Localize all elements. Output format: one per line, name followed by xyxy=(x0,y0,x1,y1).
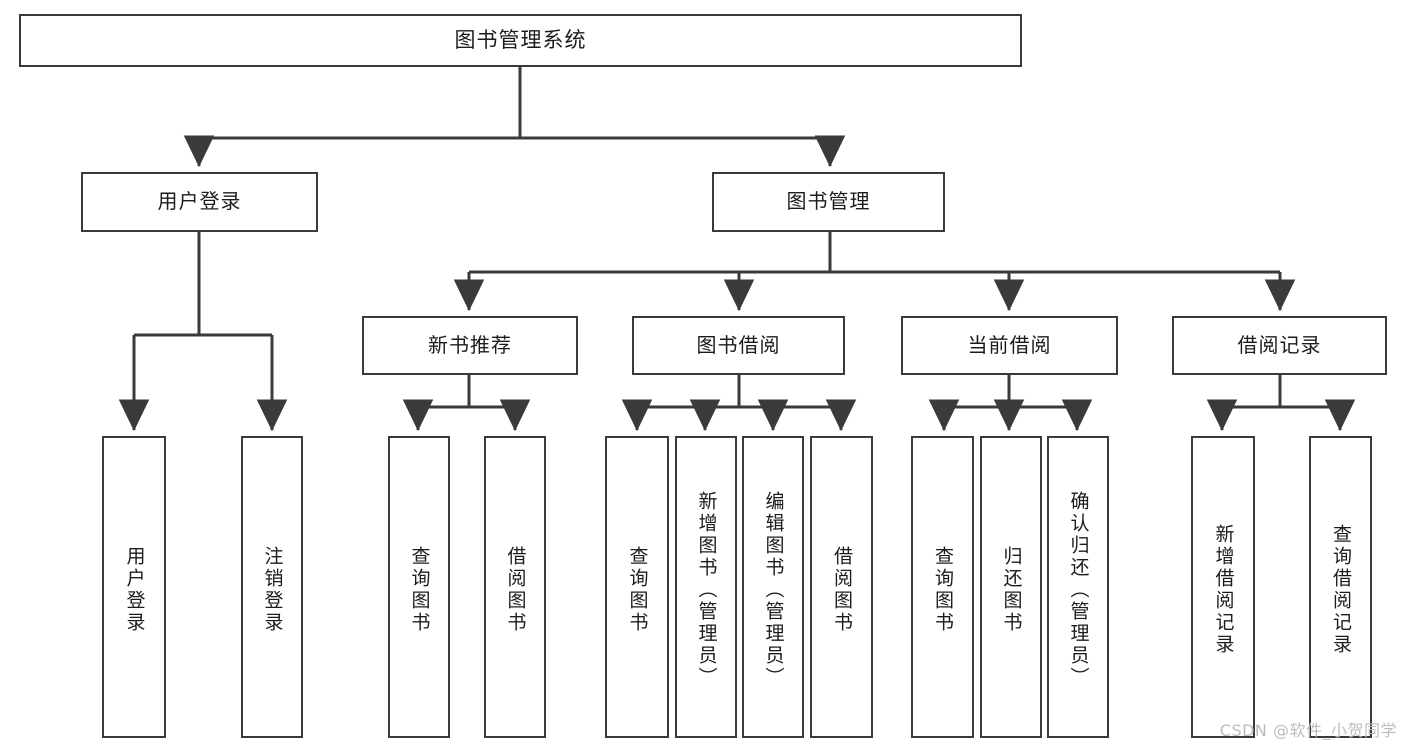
node-label: 编辑图书（管理员） xyxy=(762,491,785,689)
node-label: 确认归还（管理员） xyxy=(1067,491,1090,689)
leaf-user-login[interactable]: 用户登录 xyxy=(102,436,166,738)
node-label: 当前借阅 xyxy=(967,332,1052,357)
node-label: 用户登录 xyxy=(123,546,146,634)
node-current-borrow[interactable]: 当前借阅 xyxy=(901,316,1118,375)
node-label: 查询图书 xyxy=(931,546,954,634)
node-label: 查询借阅记录 xyxy=(1329,524,1352,656)
node-label: 归还图书 xyxy=(1000,546,1023,634)
leaf-logout[interactable]: 注销登录 xyxy=(241,436,303,738)
leaf-query-borrow-record[interactable]: 查询借阅记录 xyxy=(1309,436,1372,738)
node-label: 查询图书 xyxy=(408,546,431,634)
node-book-management[interactable]: 图书管理 xyxy=(712,172,945,232)
node-label: 查询图书 xyxy=(626,546,649,634)
node-user-login[interactable]: 用户登录 xyxy=(81,172,318,232)
node-label: 借阅图书 xyxy=(504,546,527,634)
node-label: 新增借阅记录 xyxy=(1212,524,1235,656)
node-label: 借阅图书 xyxy=(830,546,853,634)
node-label: 图书管理 xyxy=(786,189,871,214)
leaf-query-book-recommend[interactable]: 查询图书 xyxy=(388,436,450,738)
node-label: 图书借阅 xyxy=(696,332,781,357)
node-root-system[interactable]: 图书管理系统 xyxy=(19,14,1022,67)
node-book-borrow[interactable]: 图书借阅 xyxy=(632,316,845,375)
leaf-borrow-book-recommend[interactable]: 借阅图书 xyxy=(484,436,546,738)
node-borrow-record[interactable]: 借阅记录 xyxy=(1172,316,1387,375)
node-new-book-recommend[interactable]: 新书推荐 xyxy=(362,316,578,375)
node-label: 图书管理系统 xyxy=(454,28,587,53)
leaf-query-book-borrow[interactable]: 查询图书 xyxy=(605,436,669,738)
csdn-watermark: CSDN @软件_小贺同学 xyxy=(1219,721,1397,740)
leaf-return-book[interactable]: 归还图书 xyxy=(980,436,1042,738)
leaf-edit-book-admin[interactable]: 编辑图书（管理员） xyxy=(742,436,804,738)
leaf-borrow-book[interactable]: 借阅图书 xyxy=(810,436,873,738)
node-label: 用户登录 xyxy=(157,189,242,214)
node-label: 新增图书（管理员） xyxy=(695,491,718,689)
node-label: 借阅记录 xyxy=(1237,332,1322,357)
leaf-add-book-admin[interactable]: 新增图书（管理员） xyxy=(675,436,737,738)
leaf-add-borrow-record[interactable]: 新增借阅记录 xyxy=(1191,436,1255,738)
node-label: 新书推荐 xyxy=(428,332,512,357)
leaf-confirm-return-admin[interactable]: 确认归还（管理员） xyxy=(1047,436,1109,738)
leaf-query-book-current[interactable]: 查询图书 xyxy=(911,436,974,738)
node-label: 注销登录 xyxy=(261,546,284,634)
